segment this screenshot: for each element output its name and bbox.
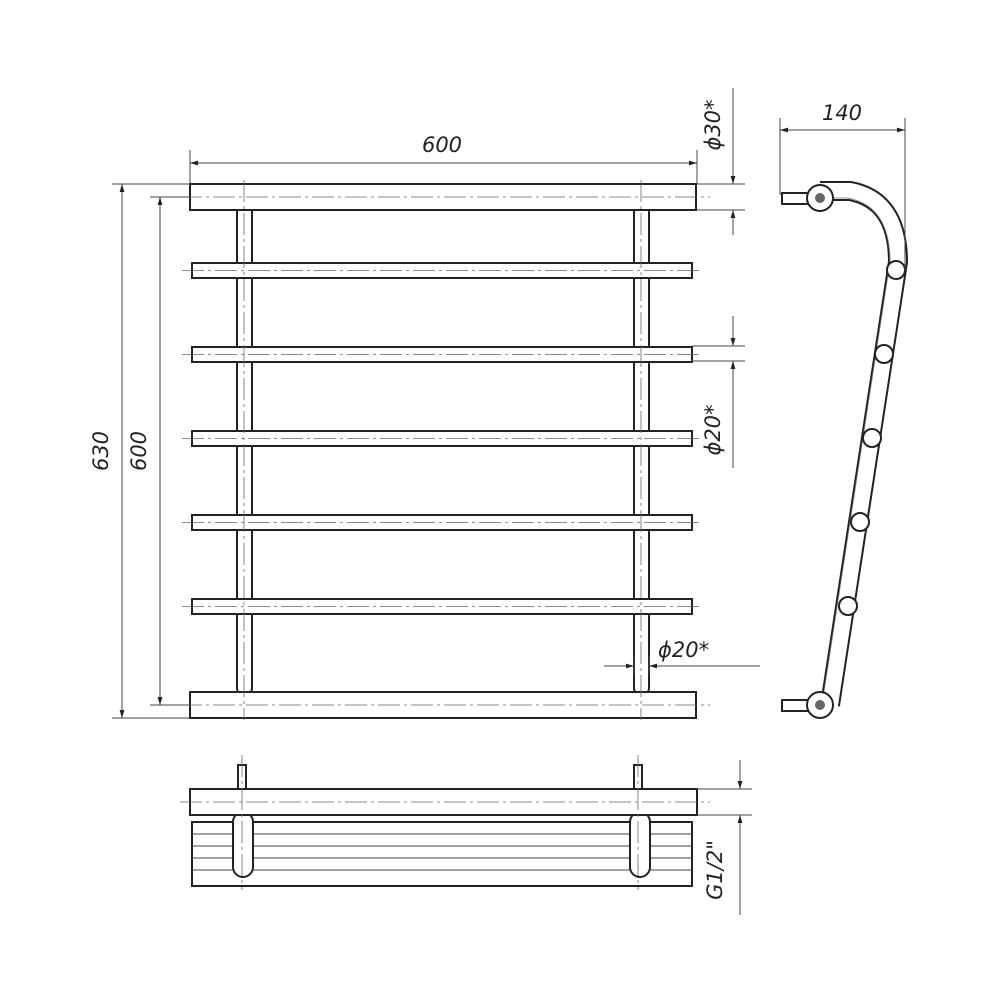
front-view: 600 630 600 ϕ30* ϕ20* ϕ20* [89,88,760,720]
top-view: G1/2" [180,755,752,915]
side-rung [838,596,858,616]
depth-dimension-label: 140 [822,101,862,125]
connection-size-label: G1/2" [703,840,727,900]
top-connector [781,192,809,205]
riser-diameter-label: ϕ20* [658,638,709,662]
left-riser-top [232,811,254,878]
rungs [182,262,702,615]
side-rung [874,344,894,364]
center-height-label: 600 [127,431,151,471]
overall-height-label: 630 [89,431,113,471]
top-tube-diameter-label: ϕ30* [701,99,725,150]
side-rung [862,428,882,448]
side-view: 140 [779,101,908,719]
rung-diameter-label: ϕ20* [701,404,725,455]
side-rung [850,512,870,532]
bottom-connector [781,699,809,712]
side-rungs [838,260,906,616]
width-dimension-label: 600 [422,133,462,157]
right-riser-top [629,811,651,878]
side-rung [886,260,906,280]
